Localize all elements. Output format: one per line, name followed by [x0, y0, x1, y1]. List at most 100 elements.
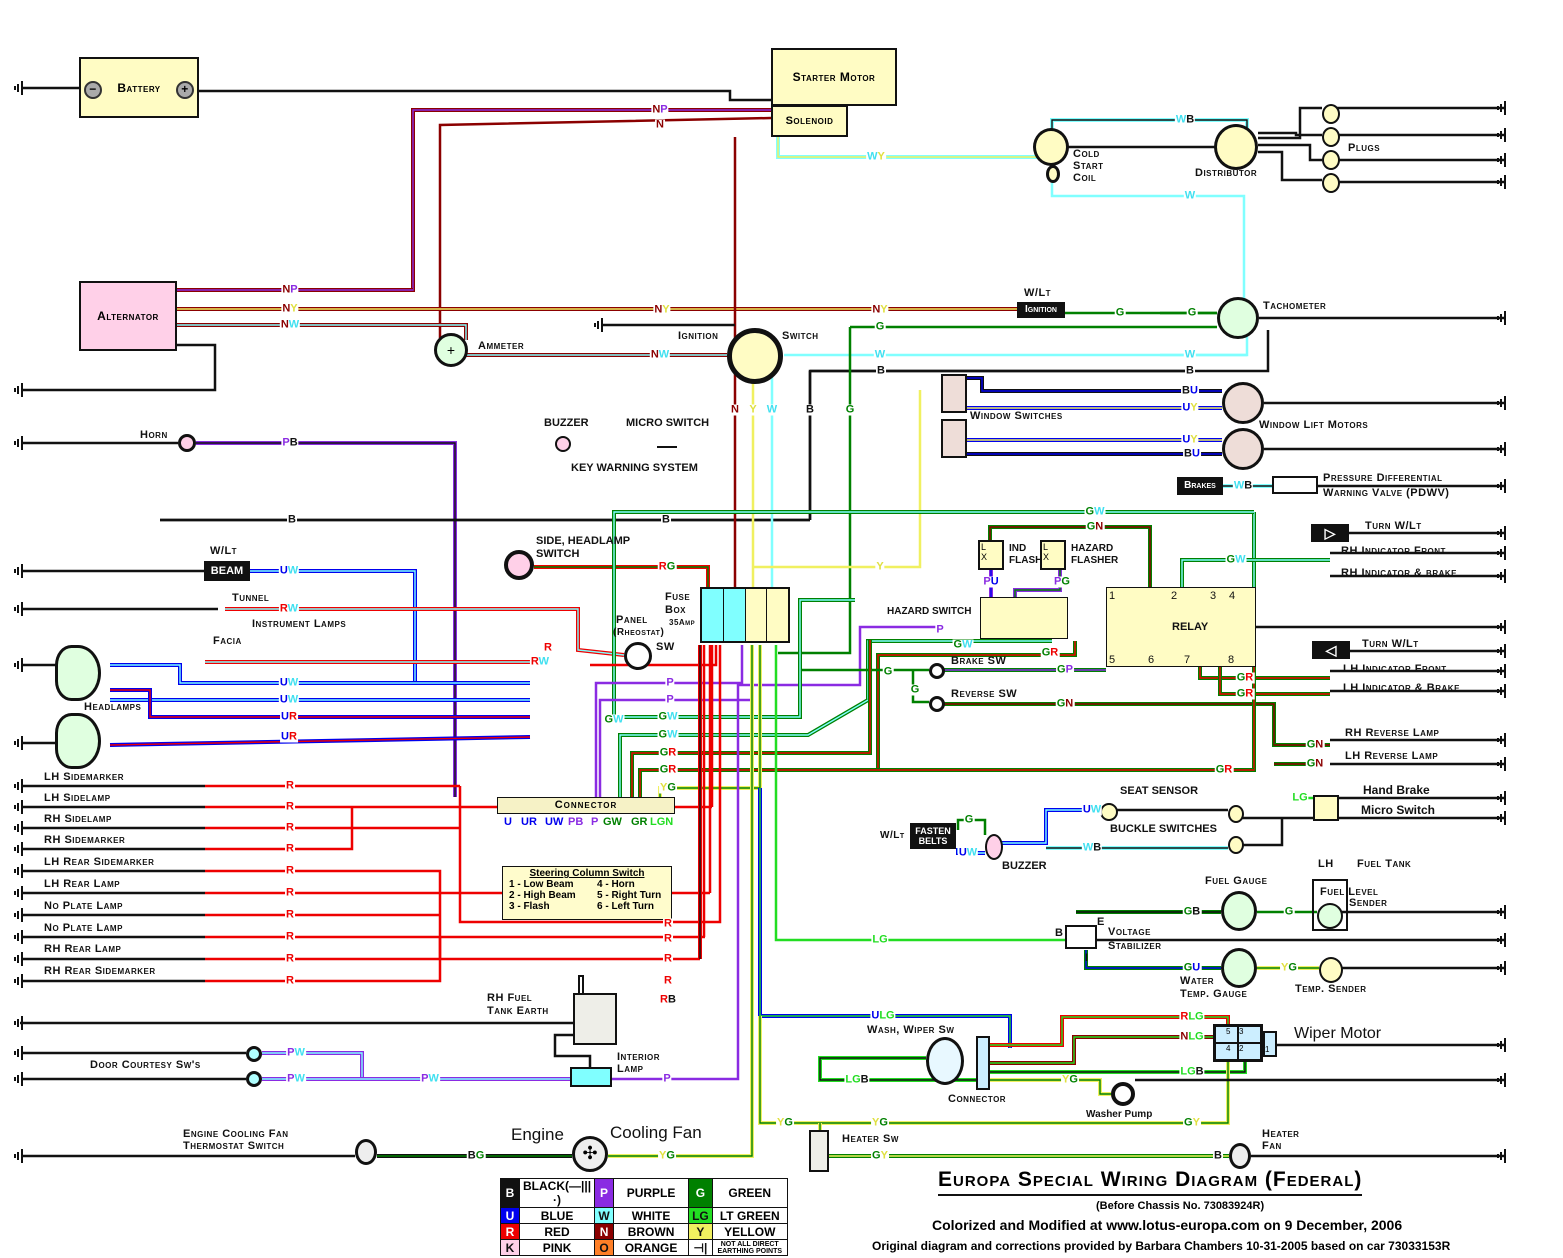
ignition-switch-icon[interactable] [727, 328, 783, 384]
wire-tracer [990, 1036, 1221, 1064]
spark-plug-icon [1322, 104, 1340, 124]
wire-code-tracer: W [667, 710, 678, 723]
sidelamp-label: No Plate Lamp [44, 900, 123, 912]
wire-code-main: U [279, 676, 288, 689]
wire-code-label: B [876, 365, 886, 377]
heater-switch[interactable] [809, 1130, 829, 1172]
wire-code-main: W [1184, 348, 1196, 361]
wire-code-main: Y [1281, 961, 1289, 974]
earth-icon [14, 842, 23, 856]
wire-tracer [1219, 665, 1330, 695]
earth-icon [14, 602, 23, 616]
wire-code-main: U [958, 846, 967, 859]
battery: − Battery + [79, 57, 199, 118]
legend-row: R RED N BROWN Y YELLOW [500, 1223, 788, 1240]
interior-lamp-icon[interactable] [570, 1067, 612, 1087]
legend-code-r: R [500, 1223, 520, 1240]
legend-code-n: N [594, 1223, 615, 1240]
hand-brake-label-2: Micro Switch [1361, 803, 1436, 817]
wire-code-tracer: LG [1188, 1030, 1204, 1043]
wire-code-main: W [1175, 113, 1187, 126]
wire-code-main: R [658, 560, 667, 573]
legend-name: PURPLE [613, 1178, 690, 1208]
wire-code-main: Y [749, 403, 757, 416]
wire-code-main: N [280, 318, 289, 331]
wire-code-label: LG [1291, 791, 1309, 804]
window-switch[interactable] [941, 374, 967, 413]
wire-code-main: G [1115, 306, 1125, 319]
wiper-connector [976, 1036, 990, 1090]
color-legend: B BLACK(—|||·) P PURPLE G GREEN U BLUE W… [500, 1178, 788, 1256]
wire-code-label: R [285, 843, 295, 855]
fuel-tank-outline [1312, 879, 1348, 931]
legend-code-lg: LG [688, 1207, 713, 1224]
vs-pin-b: B [1055, 927, 1064, 939]
side-headlamp-switch-icon[interactable] [504, 550, 534, 580]
earth-icon [14, 564, 23, 578]
wire-code-label: GW [603, 713, 625, 726]
ind-flash-label-2: FLASH [1009, 555, 1043, 566]
wire-code-label: GB [1182, 906, 1202, 918]
tachometer-gauge-icon [1217, 297, 1259, 339]
buckle-switch-icon[interactable] [1228, 836, 1244, 854]
cold-start-coil-icon [1033, 128, 1069, 166]
earth-icon [14, 886, 23, 900]
micro-switch-icon[interactable] [657, 440, 677, 448]
wire-r [458, 645, 722, 924]
wire-code-tracer: W [538, 655, 550, 668]
wire-code-label: RW [529, 655, 551, 668]
wire-code-label: RG [657, 560, 677, 573]
sidelamp-label: No Plate Lamp [44, 922, 123, 934]
wire-code-label: NW [279, 318, 301, 331]
wire-code-main: G [604, 713, 614, 726]
wire-code-main: B [288, 513, 296, 526]
panel-rheostat-icon[interactable] [624, 642, 652, 670]
wire-code-label: PW [286, 1073, 306, 1085]
starter-motor: Starter Motor [771, 48, 897, 106]
spark-plug-icon [1322, 127, 1340, 147]
wire-r [205, 937, 442, 983]
coil-terminal-icon [1046, 165, 1060, 183]
wire-code-tracer: N [1065, 697, 1074, 710]
wire-yg [990, 1078, 1111, 1096]
wire-code-main: G [658, 710, 668, 723]
heater-sw-label: Heater Sw [842, 1133, 899, 1145]
rh-fuel-tank-label-1: RH Fuel [487, 992, 533, 1004]
turn-wlt-lh-label: Turn W/Lt [1362, 638, 1419, 650]
interior-lamp-label-2: Lamp [617, 1063, 644, 1075]
legend-name: ORANGE [613, 1239, 690, 1256]
wire-n [438, 116, 772, 338]
fuse-4 [767, 589, 788, 641]
buckle-switches-label: BUCKLE SWITCHES [1110, 823, 1217, 835]
wire-code-label: R [543, 642, 553, 654]
side-headlamp-switch-label-2: SWITCH [536, 548, 580, 560]
wire-code-label: R [663, 918, 673, 930]
wire-code-main: N [656, 118, 664, 131]
buckle-switch-icon[interactable] [1228, 805, 1244, 823]
fuse-1 [702, 589, 724, 641]
wire-nw [177, 323, 468, 340]
hazard-switch[interactable] [980, 597, 1068, 639]
wire-code-label: UY [1181, 434, 1199, 446]
wire-code-main: LG [1292, 791, 1308, 804]
wire-code-tracer: Y [1192, 1116, 1200, 1129]
instrument-lamps-label: Instrument Lamps [252, 618, 347, 630]
wire-code-main: G [1306, 757, 1316, 770]
wire-code-tracer: B [289, 436, 298, 449]
wire-code-tracer: R [668, 746, 677, 759]
wash-wiper-switch-icon[interactable] [926, 1037, 964, 1085]
wire-code-tracer: G [666, 1149, 675, 1162]
wire-code-main: R [664, 974, 672, 987]
wire-code-main: U [281, 730, 289, 743]
wire-code-label: GN [1305, 757, 1325, 770]
wire-rw [225, 607, 625, 657]
wire-code-label: G [963, 814, 975, 826]
wire-code-label: LG [871, 934, 889, 946]
wire-code-main: B [1214, 1149, 1222, 1162]
wire-code-main: R [660, 993, 668, 1006]
window-switch[interactable] [941, 419, 967, 458]
fuse-2 [723, 589, 746, 641]
wire-tracer [619, 699, 869, 797]
wire-code-label: GU [1182, 962, 1202, 974]
wire-code-main: N [872, 303, 881, 316]
